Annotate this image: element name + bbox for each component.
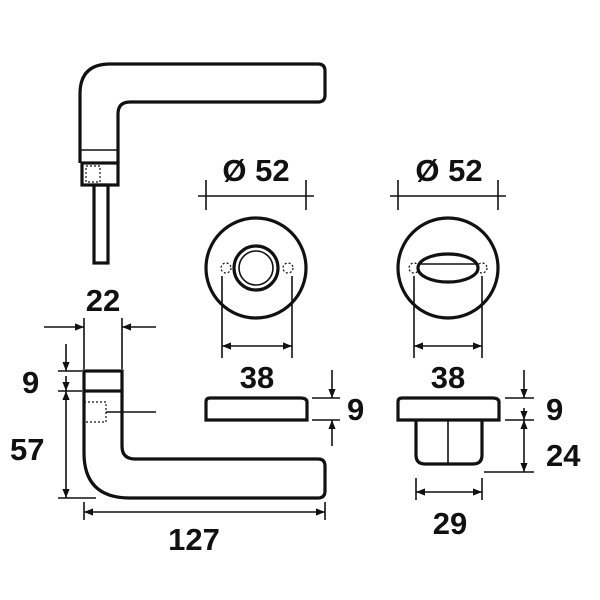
rose-oval-cylinder-length: 24 [546, 438, 581, 473]
rose-standard-hole-spacing: 38 [240, 360, 274, 395]
rose-standard-side: 9 [204, 370, 364, 446]
rose-oval-height: 9 [546, 392, 563, 427]
handle-vertical-length: 57 [10, 432, 44, 467]
handle-side-view: 22 9 57 127 [10, 283, 327, 557]
rose-oval-front: Ø 52 38 [390, 153, 506, 395]
rose-oval-diameter: Ø 52 [415, 153, 482, 188]
handle-collar-height: 9 [22, 365, 39, 400]
rose-standard-front: Ø 52 38 [198, 153, 314, 395]
rose-standard-diameter: Ø 52 [222, 153, 289, 188]
rose-oval-cylinder-width: 29 [433, 506, 467, 541]
rose-oval-side: 9 24 29 [396, 370, 581, 541]
handle-length: 127 [168, 522, 220, 557]
rose-oval-hole-spacing: 38 [431, 360, 465, 395]
handle-top-view [78, 62, 327, 265]
handle-neck-width: 22 [86, 283, 120, 318]
rose-standard-height: 9 [347, 392, 364, 427]
